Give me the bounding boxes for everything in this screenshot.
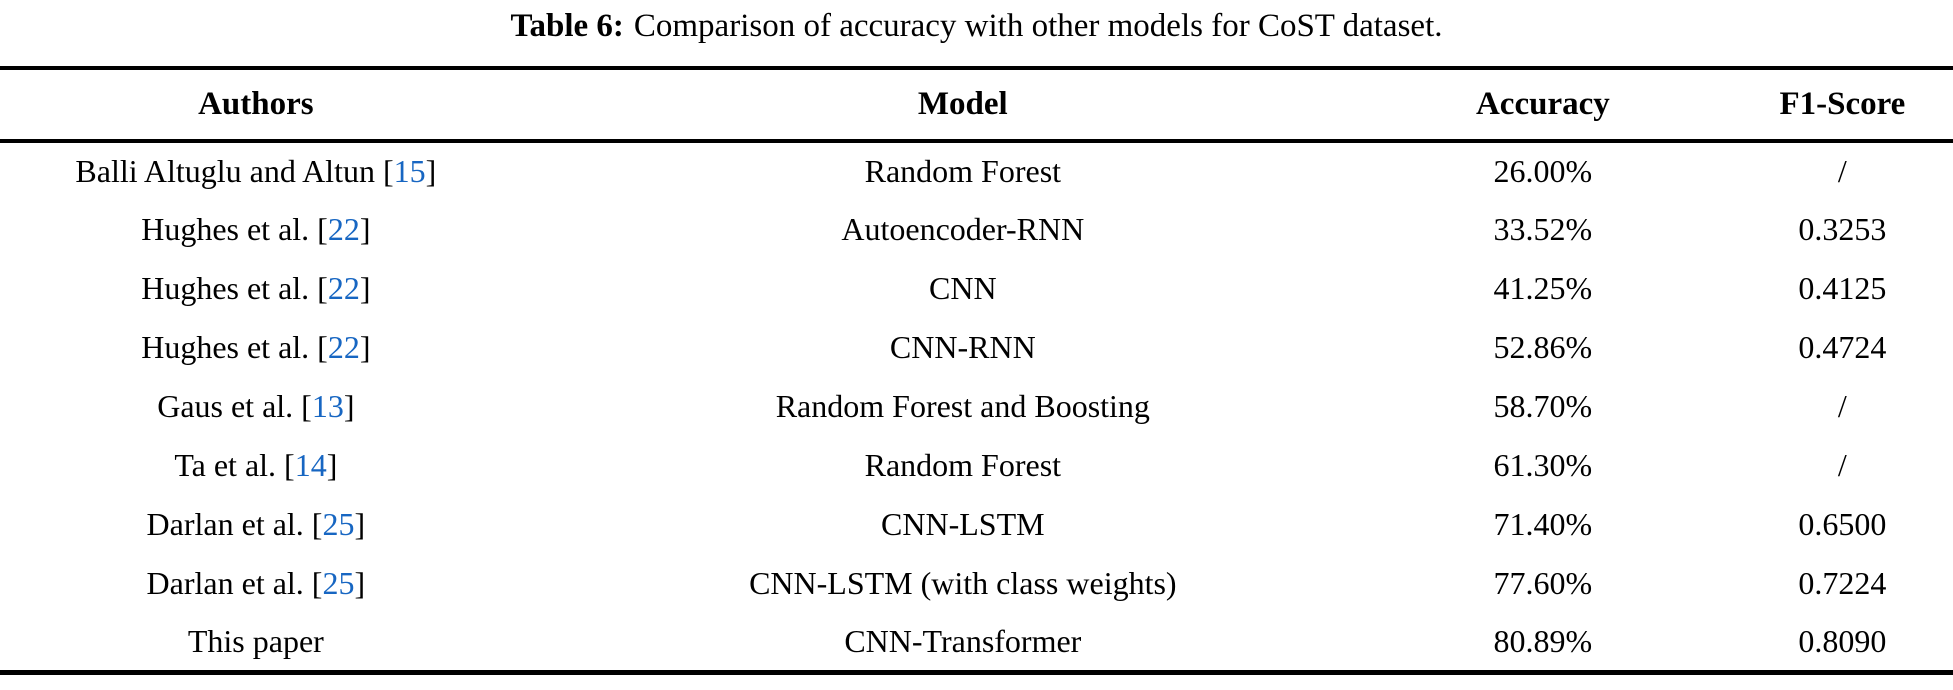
author-cell: This paper (0, 613, 512, 672)
model-cell: Random Forest (864, 153, 1062, 189)
citation-close-bracket: ] (354, 565, 366, 601)
author-name: Darlan et al. (146, 506, 304, 542)
f1-score-cell: / (1837, 153, 1847, 189)
table-row: Hughes et al. [22] CNN 41.25% 0.4125 (0, 259, 1953, 318)
accuracy-cell: 80.89% (1493, 622, 1593, 659)
accuracy-cell: 71.40% (1493, 506, 1593, 542)
citation-marker: [22] (309, 329, 370, 365)
citation-close-bracket: ] (354, 506, 366, 542)
citation-marker: [22] (309, 211, 370, 247)
author-name: Hughes et al. (141, 329, 310, 365)
table-row: Hughes et al. [22] CNN-RNN 52.86% 0.4724 (0, 318, 1953, 377)
author-cell: Darlan et al. [25] (0, 554, 512, 613)
table-caption-label: Table 6: (510, 8, 624, 44)
author-cell: Balli Altuglu and Altun [15] (0, 141, 512, 200)
table-row: Darlan et al. [25] CNN-LSTM (with class w… (0, 554, 1953, 613)
citation-marker: [22] (309, 270, 370, 306)
author-cell: Gaus et al. [13] (0, 377, 512, 436)
column-header-f1-score: F1-Score (1779, 86, 1906, 122)
table-row: Gaus et al. [13] Random Forest and Boosti… (0, 377, 1953, 436)
citation-open-bracket: [ (276, 447, 295, 483)
f1-score-cell: / (1837, 447, 1847, 483)
citation-close-bracket: ] (343, 388, 355, 424)
author-cell: Hughes et al. [22] (0, 318, 512, 377)
table-row: Darlan et al. [25] CNN-LSTM 71.40% 0.6500 (0, 495, 1953, 554)
citation-open-bracket: [ (374, 153, 394, 189)
citation-open-bracket: [ (309, 211, 328, 247)
citation-link[interactable]: 22 (327, 270, 360, 306)
f1-score-cell: 0.4125 (1798, 270, 1887, 306)
accuracy-cell: 77.60% (1493, 565, 1593, 601)
accuracy-cell: 52.86% (1493, 329, 1593, 365)
f1-score-cell: 0.6500 (1798, 506, 1887, 542)
table-caption: Table 6:Comparison of accuracy with othe… (0, 0, 1953, 66)
author-name: Balli Altuglu and Altun (75, 153, 375, 189)
f1-score-cell: 0.4724 (1798, 329, 1887, 365)
f1-score-cell: 0.8090 (1798, 622, 1887, 659)
table-row: Balli Altuglu and Altun [15] Random Fores… (0, 141, 1953, 200)
author-name: Ta et al. (174, 447, 277, 483)
citation-close-bracket: ] (359, 270, 371, 306)
header-row: Authors Model Accuracy F1-Score (0, 68, 1953, 141)
citation-open-bracket: [ (303, 506, 323, 542)
citation-open-bracket: [ (293, 388, 312, 424)
accuracy-cell: 41.25% (1493, 270, 1593, 306)
author-name: Hughes et al. (141, 270, 310, 306)
model-cell: CNN-LSTM (881, 506, 1045, 542)
author-name: Darlan et al. (146, 565, 304, 601)
citation-marker: [15] (375, 153, 436, 189)
f1-score-cell: 0.7224 (1798, 565, 1887, 601)
citation-close-bracket: ] (326, 447, 338, 483)
citation-open-bracket: [ (309, 329, 328, 365)
author-cell: Darlan et al. [25] (0, 495, 512, 554)
accuracy-cell: 33.52% (1493, 211, 1593, 247)
model-cell: Random Forest (864, 447, 1062, 483)
f1-score-cell: 0.3253 (1798, 211, 1887, 247)
citation-marker: [14] (276, 447, 337, 483)
table-caption-text: Comparison of accuracy with other models… (633, 8, 1443, 44)
table-row: This paper CNN-Transformer 80.89% 0.8090 (0, 613, 1953, 672)
model-cell: CNN-Transformer (844, 622, 1082, 659)
model-cell: CNN (929, 270, 997, 306)
citation-link[interactable]: 14 (294, 447, 327, 483)
model-cell: Autoencoder-RNN (841, 211, 1085, 247)
citation-open-bracket: [ (309, 270, 328, 306)
accuracy-cell: 26.00% (1493, 153, 1593, 189)
citation-link[interactable]: 22 (327, 211, 360, 247)
citation-link[interactable]: 15 (393, 153, 426, 189)
citation-close-bracket: ] (425, 153, 437, 189)
citation-open-bracket: [ (303, 565, 323, 601)
table-header: Authors Model Accuracy F1-Score (0, 68, 1953, 141)
column-header-accuracy: Accuracy (1475, 86, 1610, 122)
accuracy-cell: 61.30% (1493, 447, 1593, 483)
author-name: Hughes et al. (141, 211, 310, 247)
table-body: Balli Altuglu and Altun [15] Random Fores… (0, 141, 1953, 672)
accuracy-cell: 58.70% (1493, 388, 1593, 424)
author-cell: Hughes et al. [22] (0, 200, 512, 259)
model-cell: CNN-LSTM (with class weights) (749, 565, 1177, 601)
model-cell: CNN-RNN (889, 329, 1036, 365)
column-header-model: Model (917, 86, 1008, 122)
citation-link[interactable]: 25 (322, 506, 355, 542)
author-cell: Ta et al. [14] (0, 436, 512, 495)
column-header-authors: Authors (198, 86, 314, 122)
author-name: Gaus et al. (157, 388, 294, 424)
table-row: Hughes et al. [22] Autoencoder-RNN 33.52% 0… (0, 200, 1953, 259)
f1-score-cell: / (1837, 388, 1847, 424)
citation-marker: [13] (293, 388, 354, 424)
comparison-table: Authors Model Accuracy F1-Score Balli Al… (0, 66, 1953, 675)
citation-marker: [25] (304, 506, 365, 542)
citation-link[interactable]: 13 (311, 388, 344, 424)
citation-close-bracket: ] (359, 211, 371, 247)
table-row: Ta et al. [14] Random Forest 61.30% / (0, 436, 1953, 495)
citation-link[interactable]: 25 (322, 565, 355, 601)
citation-link[interactable]: 22 (327, 329, 360, 365)
citation-marker: [25] (304, 565, 365, 601)
author-name: This paper (187, 622, 324, 659)
citation-close-bracket: ] (359, 329, 371, 365)
author-cell: Hughes et al. [22] (0, 259, 512, 318)
model-cell: Random Forest and Boosting (775, 388, 1150, 424)
